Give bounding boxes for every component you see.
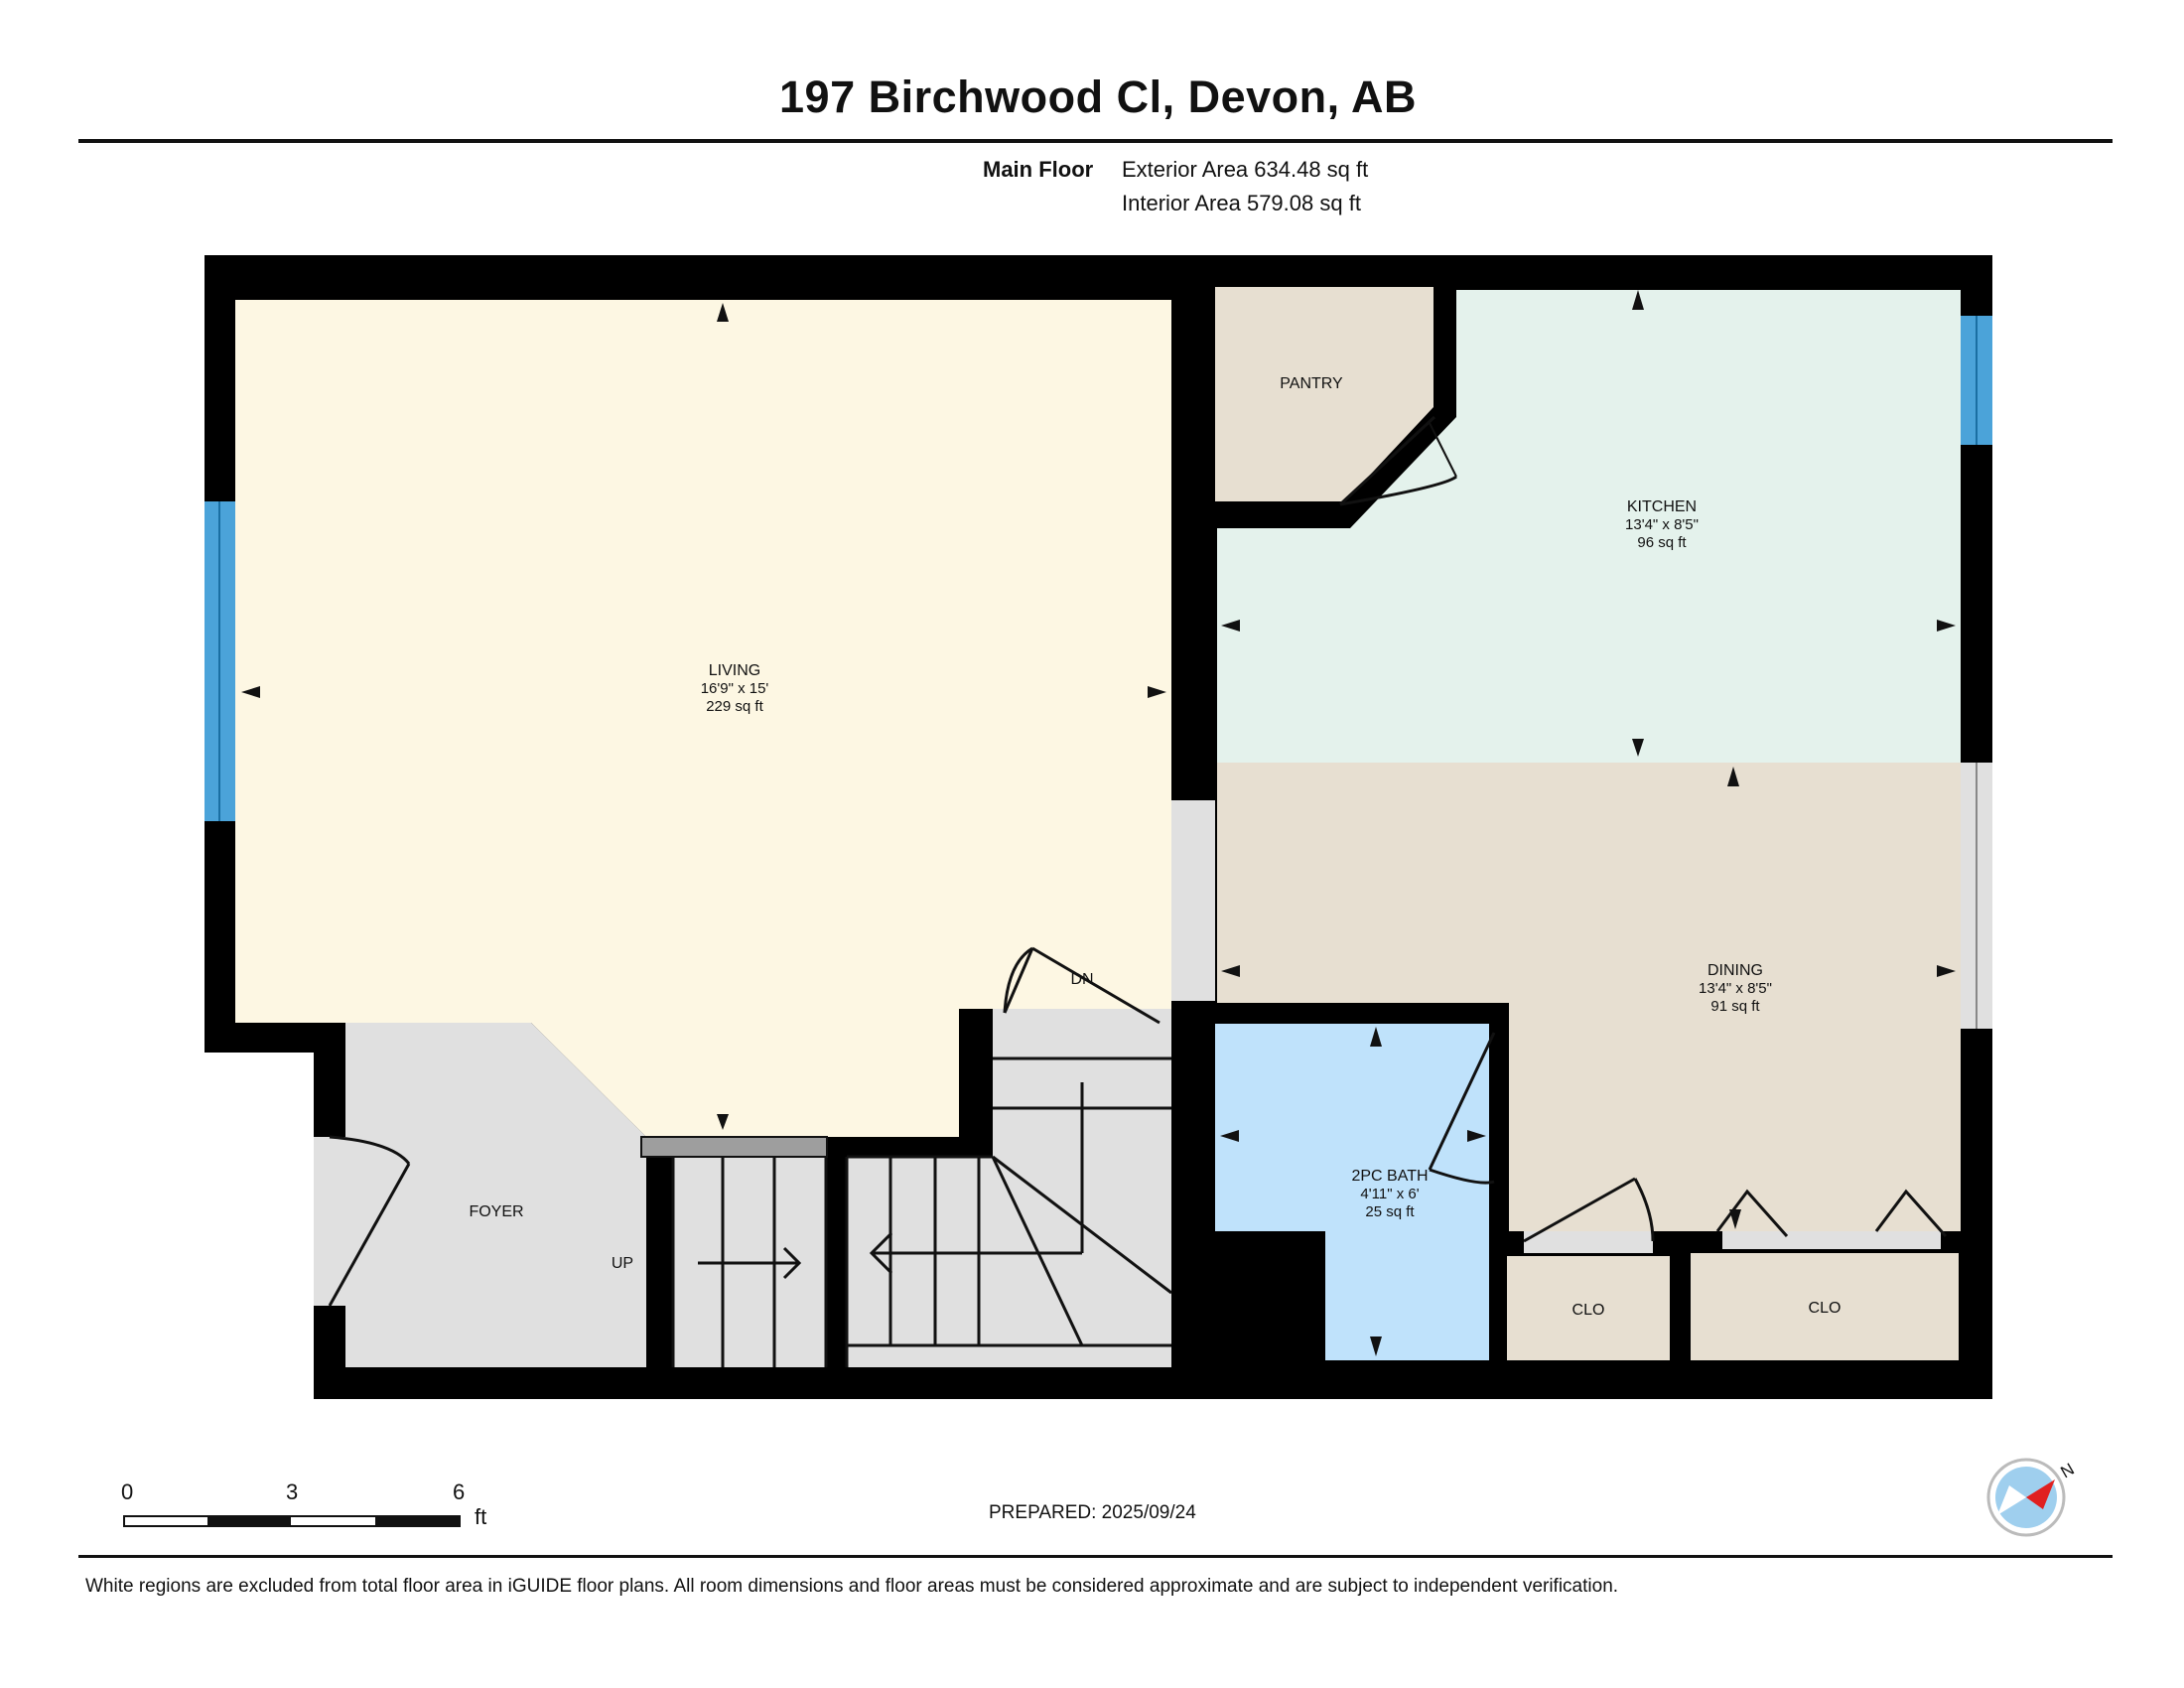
up-arrow bbox=[698, 1246, 802, 1280]
footer-divider bbox=[78, 1555, 2113, 1558]
pantry bbox=[1215, 287, 1433, 501]
stair-up-label: UP bbox=[612, 1255, 633, 1272]
kitchen-area: 96 sq ft bbox=[1637, 534, 1687, 551]
interior-area: Interior Area 579.08 sq ft bbox=[1122, 191, 1361, 215]
living-area: 229 sq ft bbox=[706, 698, 763, 715]
closet-door-opening bbox=[1524, 1231, 1653, 1253]
closet-left-label: CLO bbox=[1572, 1302, 1605, 1319]
living-dims: 16'9" x 15' bbox=[701, 680, 769, 697]
entry-door-opening bbox=[314, 1137, 345, 1306]
closet-left bbox=[1507, 1256, 1670, 1360]
north-compass-icon: N bbox=[1986, 1458, 2078, 1537]
dining bbox=[1217, 763, 1961, 1231]
exterior-area: Exterior Area 634.48 sq ft bbox=[1122, 157, 1369, 182]
bath bbox=[1215, 1024, 1489, 1360]
prepared-date: PREPARED: 2025/09/24 bbox=[989, 1502, 1196, 1523]
stair-landing-bar bbox=[640, 1136, 828, 1158]
door-swings bbox=[328, 415, 1948, 1307]
kitchen bbox=[1217, 290, 1961, 763]
closet-right bbox=[1691, 1253, 1959, 1360]
scale-unit: ft bbox=[475, 1504, 487, 1529]
stair-down-label: DN bbox=[1070, 971, 1093, 988]
pantry-label: PANTRY bbox=[1280, 375, 1343, 392]
page-title: 197 Birchwood Cl, Devon, AB bbox=[779, 71, 1417, 122]
closet-door-opening-right bbox=[1722, 1231, 1941, 1249]
bath-dims: 4'11" x 6' bbox=[1360, 1186, 1419, 1202]
stair-treads-down bbox=[845, 1056, 1172, 1367]
disclaimer: White regions are excluded from total fl… bbox=[85, 1576, 1619, 1597]
scale-tick-6: 6 bbox=[453, 1479, 466, 1504]
foyer bbox=[345, 1023, 646, 1367]
closet-right-label: CLO bbox=[1809, 1300, 1842, 1317]
kitchen-dims: 13'4" x 8'5" bbox=[1625, 516, 1699, 533]
floor-label: Main Floor bbox=[983, 157, 1094, 182]
kitchen-label: KITCHEN bbox=[1627, 498, 1697, 515]
scale-tick-0: 0 bbox=[121, 1479, 134, 1504]
dining-area: 91 sq ft bbox=[1710, 998, 1760, 1015]
dining-label: DINING bbox=[1707, 962, 1763, 979]
header-divider bbox=[78, 139, 2113, 143]
bath-label: 2PC BATH bbox=[1351, 1168, 1428, 1185]
bath-area: 25 sq ft bbox=[1365, 1203, 1415, 1220]
foyer-label: FOYER bbox=[469, 1203, 523, 1220]
scale-bar bbox=[123, 1515, 461, 1527]
living-dining-opening bbox=[1171, 800, 1215, 1001]
dimension-arrows bbox=[241, 290, 1956, 1356]
living-room bbox=[235, 300, 1171, 1137]
living-label: LIVING bbox=[709, 662, 760, 679]
scale-tick-3: 3 bbox=[286, 1479, 299, 1504]
dining-dims: 13'4" x 8'5" bbox=[1699, 980, 1772, 997]
